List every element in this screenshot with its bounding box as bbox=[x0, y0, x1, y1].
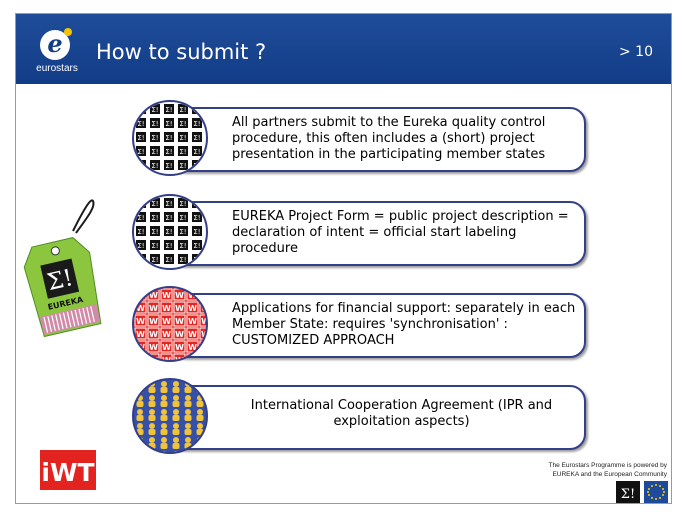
powered-by-text: The Eurostars Programme is powered by EU… bbox=[504, 461, 668, 479]
eu-flag-logo bbox=[644, 481, 668, 503]
iwt-logo: iWT bbox=[40, 450, 96, 490]
eureka-logo-pattern-icon: Σ! bbox=[132, 100, 208, 176]
powered-line-1: The Eurostars Programme is powered by bbox=[548, 462, 668, 469]
text-bubble-4 bbox=[168, 385, 586, 450]
iwt-logo-text: iWT bbox=[41, 458, 94, 487]
title-bar: e eurostars How to submit ? > 10 bbox=[16, 14, 671, 84]
svg-text:Σ!: Σ! bbox=[621, 487, 635, 502]
eureka-logo-pattern-icon: Σ! bbox=[132, 194, 208, 270]
svg-text:Σ!: Σ! bbox=[45, 265, 76, 296]
page-number: > 10 bbox=[619, 44, 653, 60]
slide-title: How to submit ? bbox=[96, 40, 267, 64]
row-4-text: International Cooperation Agreement (IPR… bbox=[250, 398, 553, 429]
process-row-3: W Applications for financial support: se… bbox=[132, 286, 588, 362]
row-3-text: Applications for financial support: sepa… bbox=[232, 301, 576, 348]
process-row-1: Σ! All partners submit to the Eureka qua… bbox=[132, 100, 588, 176]
eureka-small-logo: Σ! bbox=[616, 481, 640, 503]
slide: e eurostars How to submit ? > 10 Σ! EURE… bbox=[15, 13, 672, 504]
iwt-logo-pattern-icon: W bbox=[132, 286, 208, 362]
eurostars-logo: e eurostars bbox=[28, 26, 86, 78]
row-2-text: EUREKA Project Form = public project des… bbox=[232, 209, 569, 256]
eureka-label-tag-illustration: Σ! EUREKA bbox=[23, 199, 102, 338]
people-pattern-icon bbox=[132, 378, 208, 454]
process-row-2: Σ! EUREKA Project Form = public project … bbox=[132, 194, 588, 270]
row-1-text: All partners submit to the Eureka qualit… bbox=[232, 115, 546, 162]
logo-text: eurostars bbox=[36, 63, 78, 74]
text-bubble-2 bbox=[168, 201, 586, 266]
process-row-4: International Cooperation Agreement (IPR… bbox=[132, 378, 588, 454]
powered-line-2: EUREKA and the European Community bbox=[552, 471, 667, 478]
